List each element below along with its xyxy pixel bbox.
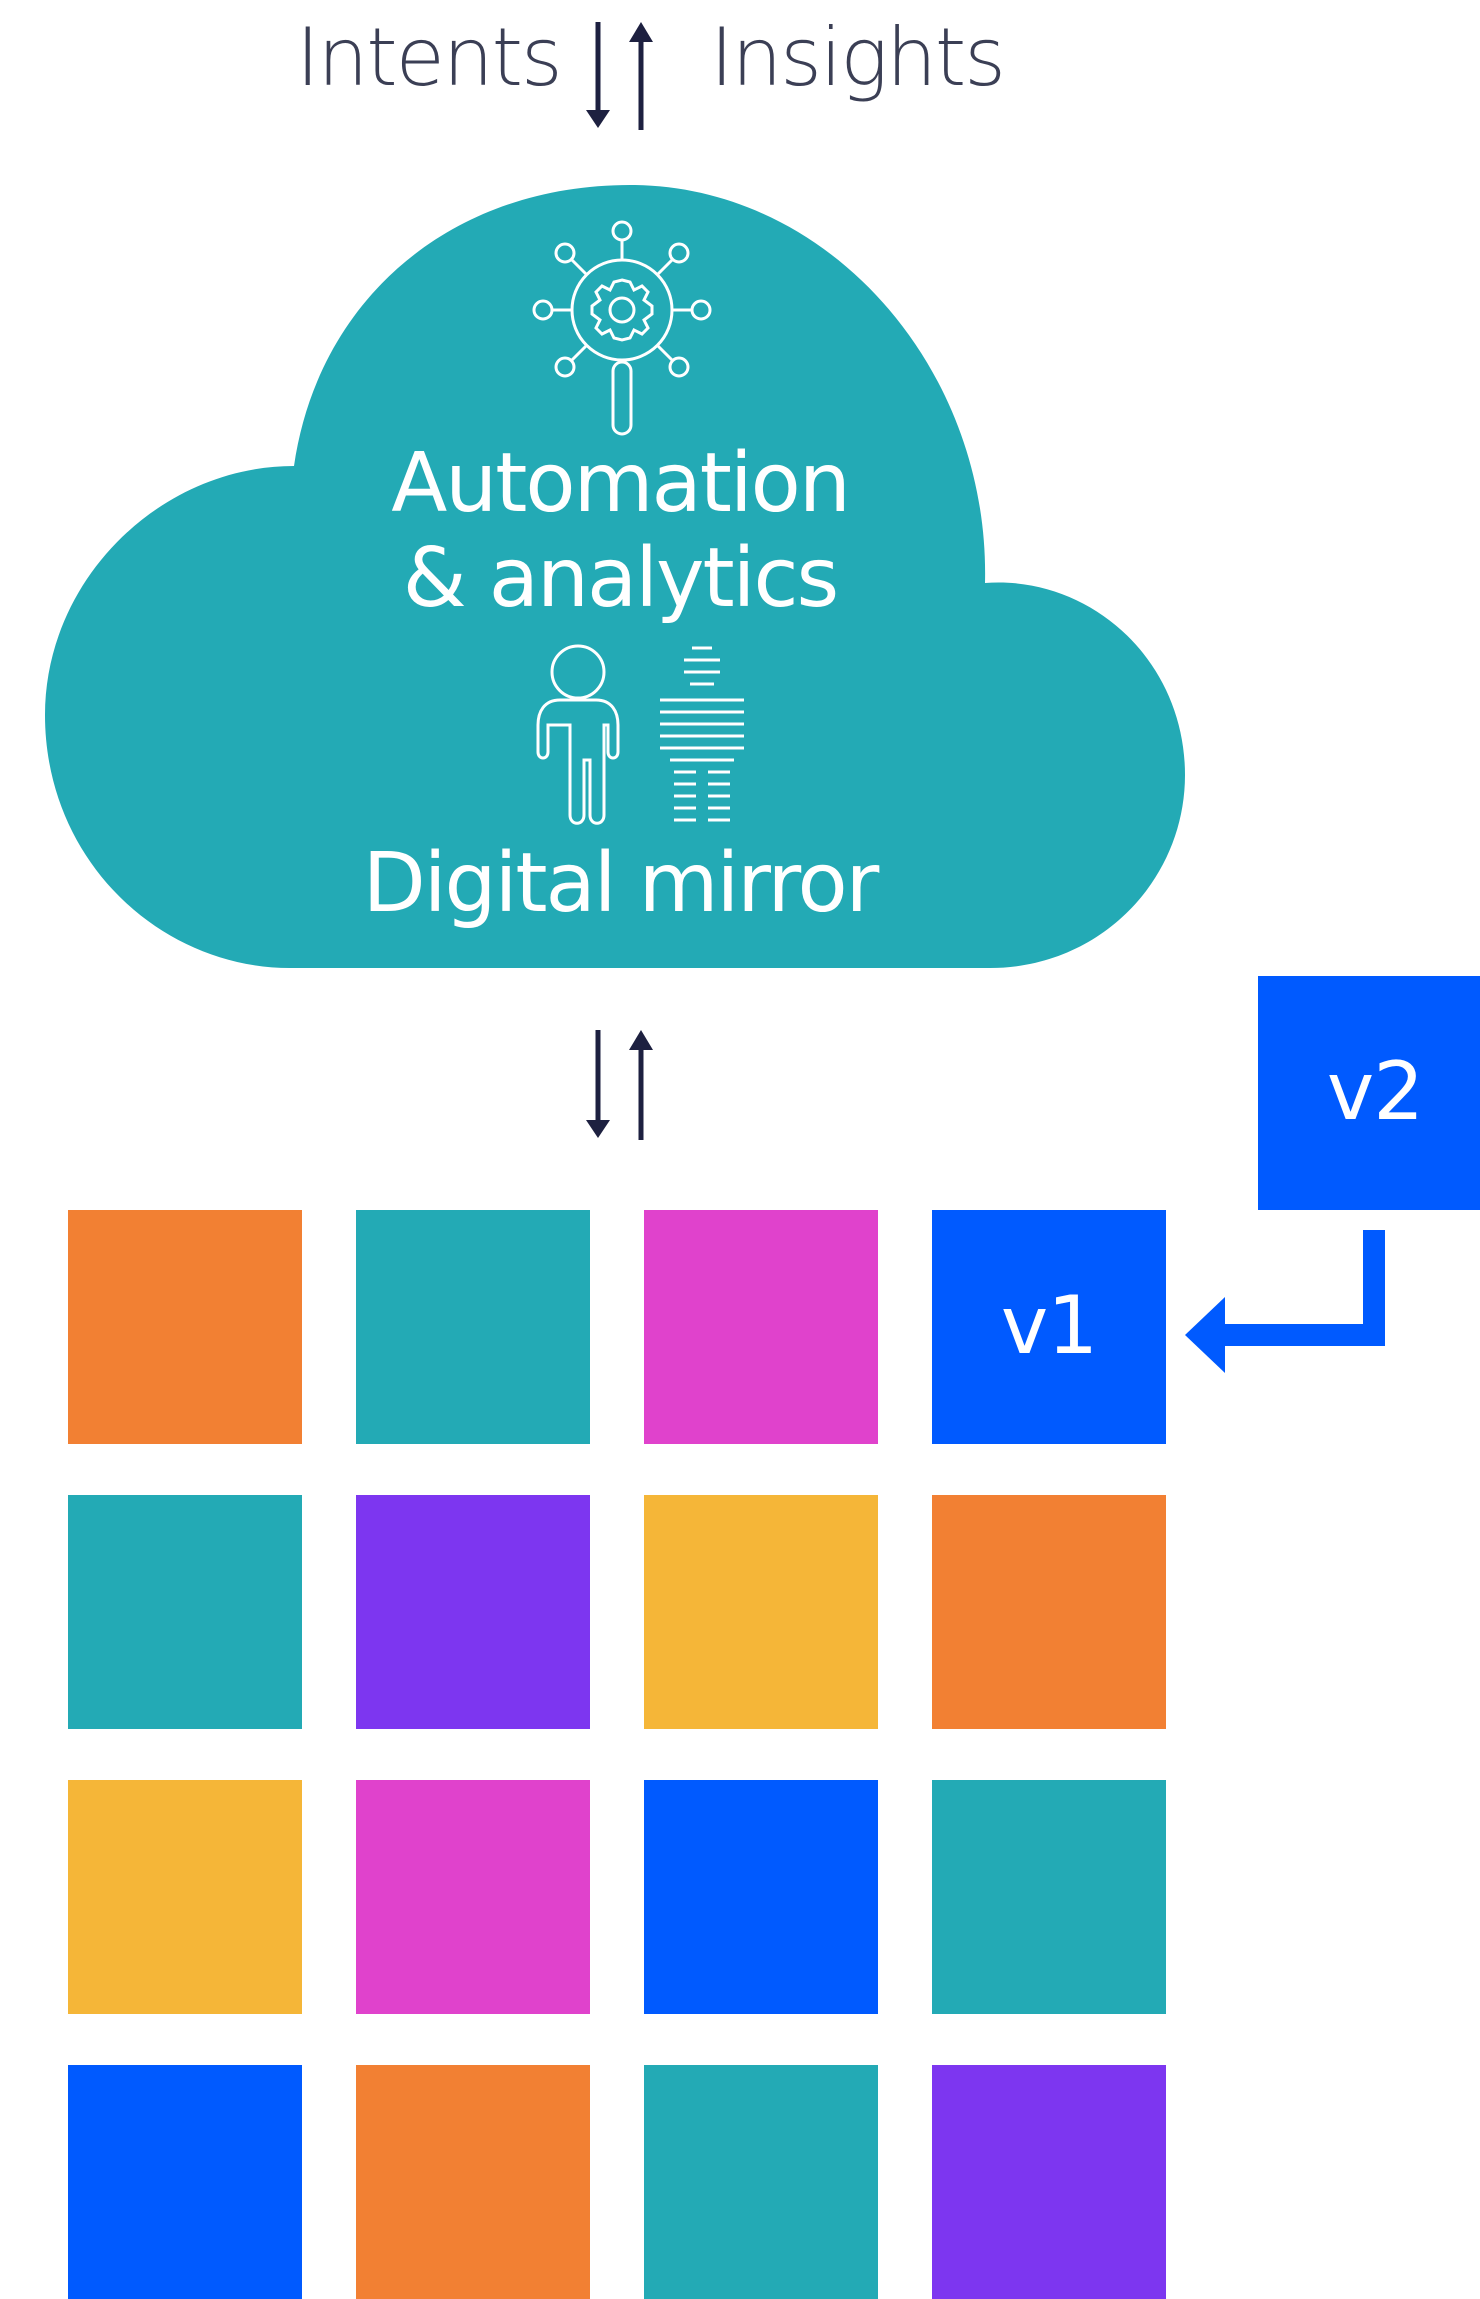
grid-tile [356, 1495, 590, 1729]
grid-tile [68, 1210, 302, 1444]
grid-tile [644, 1780, 878, 2014]
analytics-label: & analytics [402, 531, 840, 626]
grid-tile [68, 2065, 302, 2299]
digital-person-icon [660, 646, 744, 822]
grid-tile [356, 1210, 590, 1444]
grid-tile [68, 1780, 302, 2014]
grid-tile [644, 1495, 878, 1729]
grid-tile [932, 1780, 1166, 2014]
v1-label: v1 [1000, 1279, 1098, 1372]
v2-label: v2 [1326, 1045, 1424, 1138]
digital-mirror-label: Digital mirror [362, 836, 880, 931]
person-outline-icon [536, 644, 620, 825]
grid-tile [356, 1780, 590, 2014]
top-bidirectional-arrow-icon [586, 22, 653, 130]
v2-to-v1-arrow [1185, 1230, 1385, 1373]
gear-magnifier-network-icon [532, 220, 712, 436]
cloud-shape [45, 185, 1185, 968]
grid-tile [932, 1495, 1166, 1729]
insights-label: Insights [710, 11, 1006, 104]
grid-tile [644, 1210, 878, 1444]
v1-box: v1 [932, 1210, 1166, 1444]
grid-tile [356, 2065, 590, 2299]
v2-box: v2 [1258, 976, 1480, 1210]
intents-label: Intents [296, 11, 563, 104]
automation-label: Automation [391, 436, 851, 531]
middle-bidirectional-arrow-icon [586, 1030, 653, 1140]
grid-tile [932, 2065, 1166, 2299]
grid-tile [644, 2065, 878, 2299]
grid-tile [68, 1495, 302, 1729]
